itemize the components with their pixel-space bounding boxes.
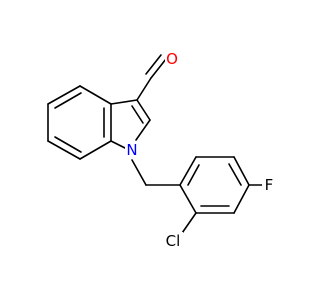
bond-n1-ch2 bbox=[131, 159, 147, 186]
bond-aldehyde-c-c3 bbox=[136, 77, 152, 101]
chlorine-atom: Cl bbox=[163, 232, 183, 250]
bond-c4-c5 bbox=[47, 85, 81, 105]
oxygen-label: O bbox=[166, 50, 178, 68]
bond-c4-c5-inner bbox=[54, 92, 82, 109]
oxygen-atom: O bbox=[165, 50, 179, 68]
bond-c6-c7 bbox=[47, 140, 81, 160]
bond-c7-c7a bbox=[79, 140, 112, 160]
bond-aldehyde-co-a bbox=[150, 58, 167, 79]
fluorine-atom: F bbox=[262, 176, 276, 194]
bond-c3-c2 bbox=[136, 99, 151, 121]
bond-c3p-c4p bbox=[233, 184, 250, 214]
nitrogen-atom: N bbox=[125, 141, 139, 159]
bond-c2-n1 bbox=[135, 119, 151, 141]
bond-c1p-c2p bbox=[179, 184, 197, 214]
bond-aldehyde-co-b bbox=[145, 54, 162, 75]
bond-c3a-c4 bbox=[79, 85, 112, 105]
bond-c6-c7-inner bbox=[54, 136, 82, 153]
bond-c6p-c1p bbox=[179, 156, 197, 186]
bond-c3-c3a bbox=[110, 99, 138, 105]
bond-n1-c7a bbox=[110, 140, 126, 149]
fluorine-label: F bbox=[265, 176, 274, 194]
bond-c3-c2-inner bbox=[131, 105, 144, 124]
bond-c4p-c5p-inner bbox=[228, 163, 242, 186]
molecule-diagram: O N F Cl bbox=[47, 50, 276, 250]
structure-canvas: O N F Cl bbox=[47, 50, 276, 250]
bond-c6p-c1p-inner bbox=[187, 164, 200, 186]
nitrogen-label: N bbox=[126, 141, 137, 159]
chlorine-label: Cl bbox=[166, 232, 181, 250]
bond-c4p-c5p bbox=[233, 156, 250, 186]
